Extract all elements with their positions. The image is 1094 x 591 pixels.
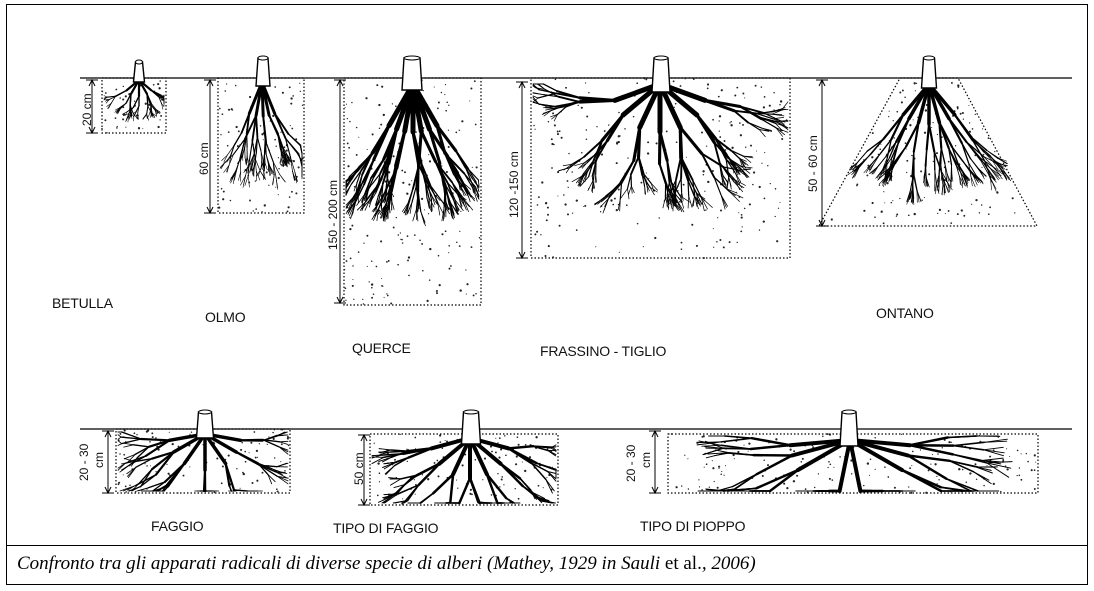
depth-olmo: 60 cm — [197, 142, 211, 175]
trunk-frassino-tiglio — [652, 56, 670, 92]
depth-ontano: 50 - 60 cm — [806, 135, 820, 192]
trunk-tipo-di-faggio — [462, 410, 481, 444]
label-tipo-di-faggio: TIPO DI FAGGIO — [333, 520, 438, 536]
trunk-querce — [402, 56, 422, 90]
depth-faggio-line2: cm — [92, 452, 106, 468]
caption-part1: Confronto tra gli apparati radicali di d… — [17, 553, 660, 574]
depth-frassino-tiglio: 120 -150 cm — [507, 151, 521, 218]
figure-caption: Confronto tra gli apparati radicali di d… — [17, 553, 756, 575]
label-querce: QUERCE — [352, 340, 411, 356]
roots-querce — [346, 84, 479, 226]
label-betulla: BETULLA — [52, 295, 113, 311]
ground-lines — [80, 78, 1072, 429]
roots-tipo-di-faggio — [372, 438, 556, 503]
trunk-faggio — [197, 410, 214, 438]
depth-tipo-di-pioppo-line1: 20 - 30 — [624, 445, 638, 482]
label-faggio: FAGGIO — [151, 518, 203, 534]
label-frassino-tiglio: FRASSINO - TIGLIO — [540, 343, 666, 359]
trunk-tipo-di-pioppo — [840, 410, 858, 446]
roots-ontano — [848, 84, 1011, 205]
label-olmo: OLMO — [205, 309, 245, 325]
caption-part2: et al. — [660, 553, 702, 574]
trunk-ontano — [922, 56, 937, 88]
depth-betulla: 20 cm — [80, 93, 94, 126]
caption-part3: , 2006) — [702, 553, 756, 574]
roots-frassino-tiglio — [533, 84, 788, 213]
trunk-betulla — [134, 60, 145, 82]
roots-faggio — [118, 432, 288, 491]
roots-olmo — [220, 82, 302, 189]
label-tipo-di-pioppo: TIPO DI PIOPPO — [640, 518, 745, 534]
label-ontano: ONTANO — [876, 305, 934, 321]
depth-querce: 150 - 200 cm — [326, 180, 340, 250]
depth-tipo-di-pioppo-line2: cm — [639, 452, 653, 468]
depth-tipo-di-faggio: 50 cm — [352, 452, 366, 485]
trunk-olmo — [256, 56, 270, 86]
depth-faggio-line1: 20 - 30 — [77, 444, 91, 481]
